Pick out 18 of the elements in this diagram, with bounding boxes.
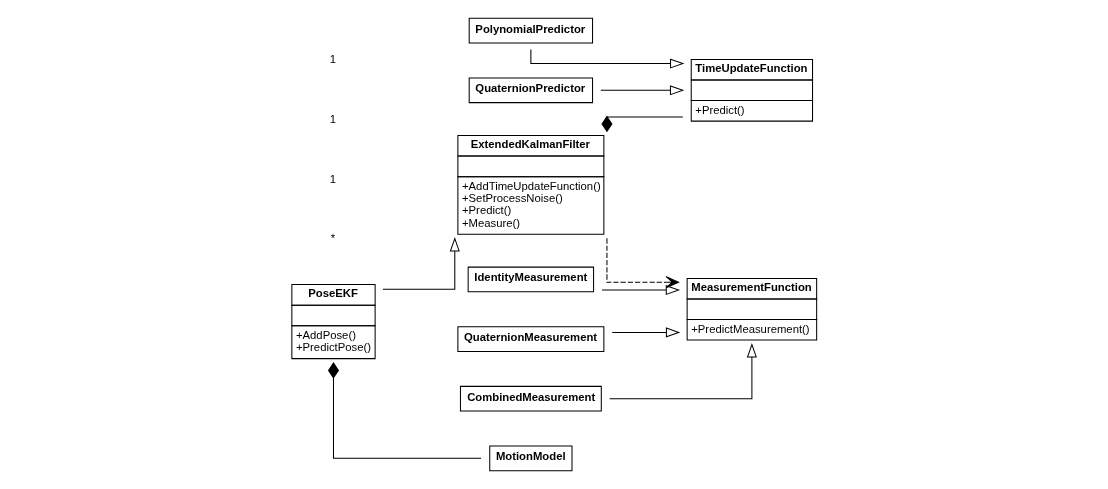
label: * — [330, 232, 336, 245]
connector — [601, 115, 684, 133]
label: 1 — [329, 112, 337, 125]
arrow — [600, 85, 685, 96]
arrow — [609, 343, 757, 400]
node-box: MotionModel — [489, 445, 573, 472]
connector — [327, 362, 482, 459]
node-box: IdentityMeasurement — [467, 266, 595, 293]
label: 1 — [329, 172, 337, 185]
label: 1 — [329, 53, 337, 66]
node-box: PolynomialPredictor — [468, 17, 594, 44]
arrow — [606, 237, 680, 289]
node-box: QuaternionMeasurement — [457, 326, 605, 352]
node-box: CombinedMeasurement — [459, 385, 602, 412]
arrow — [611, 327, 681, 338]
arrow — [382, 237, 460, 290]
node-box: QuaternionPredictor — [468, 77, 594, 104]
arrow — [601, 285, 681, 296]
